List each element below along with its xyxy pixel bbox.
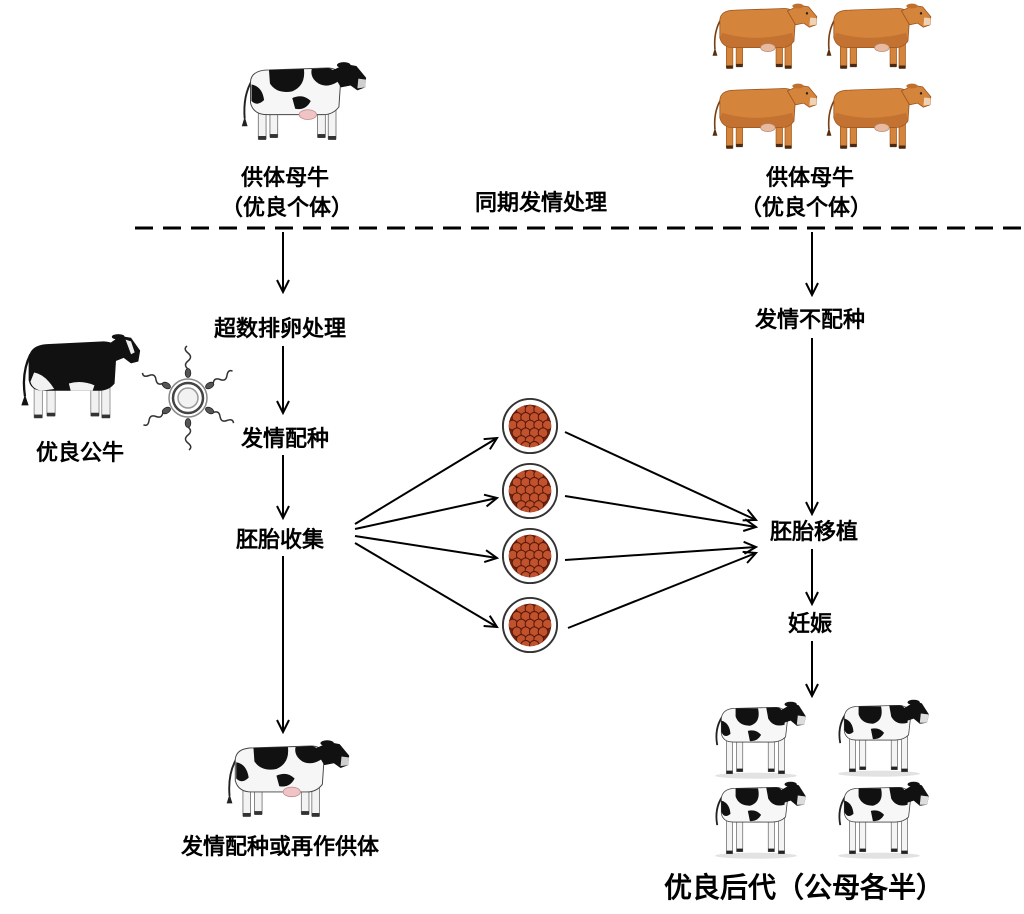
pregnancy-label: 妊娠 — [788, 611, 832, 637]
sperm-tail — [212, 411, 235, 424]
sync-label: 同期发情处理 — [475, 190, 607, 216]
sperm-head — [184, 418, 192, 428]
sperm-tail — [184, 345, 192, 370]
no-mating-label: 发情不配种 — [754, 307, 865, 333]
right-cow-label: 供体母牛 — [765, 165, 854, 191]
embryo-icon-1 — [503, 399, 557, 453]
sperm-cell — [184, 345, 192, 378]
arrow-embryo-1-to-transfer — [564, 431, 756, 520]
embryo-collection-label: 胚胎收集 — [236, 527, 325, 553]
sperm-cell — [205, 369, 233, 390]
sperm-head — [184, 368, 192, 378]
embryo-icon-3 — [503, 529, 557, 583]
egg-nucleus — [177, 387, 199, 409]
arrow-collection-to-embryo-4 — [354, 542, 497, 627]
arrow-collection-to-embryo-1 — [354, 438, 497, 525]
embryo-icon-2 — [503, 464, 557, 518]
sperm-cell — [141, 372, 171, 390]
arrow-embryo-4-to-transfer — [567, 553, 756, 629]
egg-ring — [171, 381, 205, 415]
mating-label: 发情配种 — [240, 426, 329, 452]
embryo-icon-4 — [503, 598, 557, 652]
sperm-cell — [143, 406, 171, 427]
arrow-collection-to-embryo-2 — [354, 498, 497, 530]
arrow-embryo-3-to-transfer — [564, 547, 756, 561]
sperm-cell — [184, 418, 192, 451]
arrow-collection-to-embryo-3 — [354, 535, 497, 558]
sperm-tail — [184, 426, 192, 451]
sperm-tail — [212, 369, 233, 384]
left-cow-label: 供体母牛 — [240, 165, 329, 191]
right-cow-note: （优良个体） — [740, 195, 872, 221]
left-cow-note: （优良个体） — [221, 195, 353, 221]
donor-outcome-label: 发情配种或再作供体 — [180, 834, 380, 860]
bull-label: 优良公牛 — [36, 440, 124, 466]
sperm-cell — [205, 406, 235, 424]
sperm-tail — [143, 412, 164, 427]
arrow-embryo-2-to-transfer — [564, 495, 756, 527]
embryo-transfer-label: 胚胎移植 — [770, 519, 858, 545]
sperm-tail — [141, 372, 164, 385]
superovulation-label: 超数排卵处理 — [214, 316, 346, 342]
offspring-label: 优良后代（公母各半） — [664, 871, 944, 904]
sperm-egg-icon — [141, 345, 235, 451]
